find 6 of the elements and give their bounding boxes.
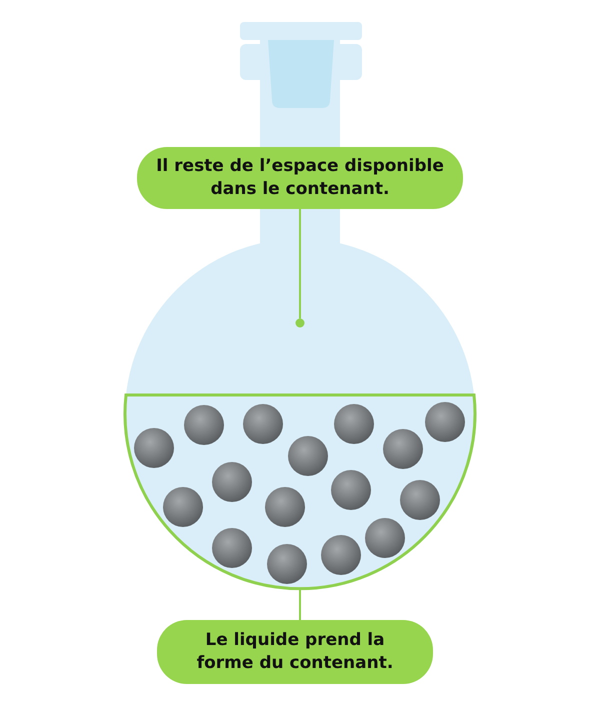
- callout-text: Le liquide prend la forme du contenant.: [196, 629, 394, 675]
- leader-line: [299, 590, 301, 620]
- leader-line: [299, 209, 301, 318]
- leader-dot: [296, 318, 304, 328]
- callout-bubble: [157, 620, 433, 684]
- callout-text: Il reste de l’espace disponible dans le contenant.: [155, 155, 445, 201]
